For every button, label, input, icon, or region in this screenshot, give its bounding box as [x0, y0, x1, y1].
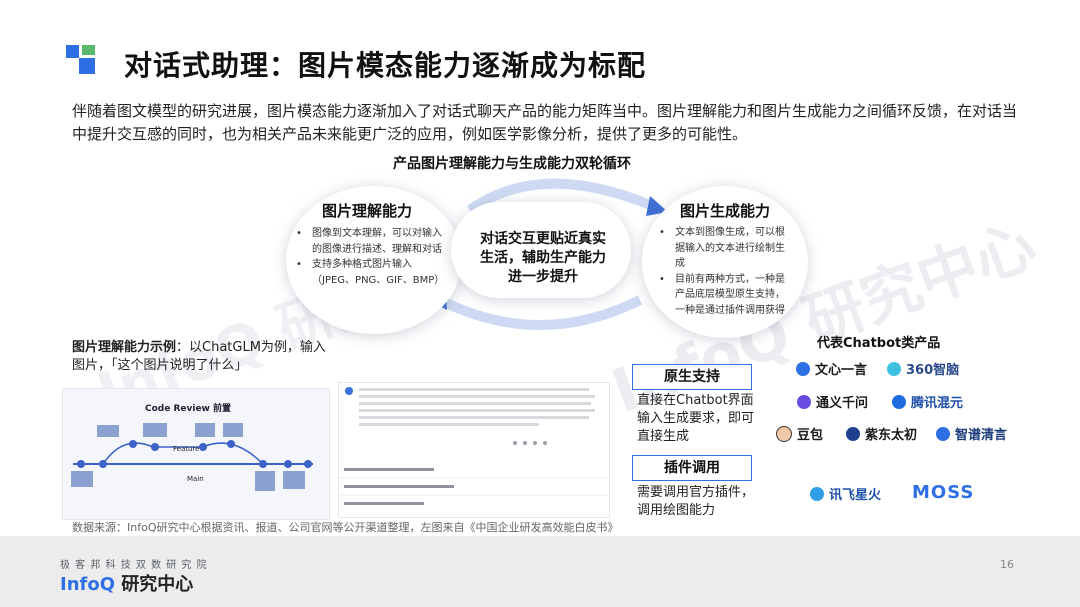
code-review-diagram-image: Code Review 前置 Feature Main — [62, 388, 330, 520]
doubao-icon — [776, 425, 792, 442]
chatglm-screenshot-image — [338, 382, 610, 518]
logo-tongyi: 通义千问 — [797, 392, 868, 411]
wenxin-icon — [796, 361, 810, 376]
example-label-bold: 图片理解能力示例 — [72, 340, 177, 355]
example-label-text: ：以ChatGLM为例，输入图片，「这个图片说明了什么」 — [72, 340, 326, 373]
arrow-top-right — [467, 178, 652, 215]
understanding-bullets: 图像到文本理解，可以对输入的图像进行描述、理解和对话 支持多种格式图片输入（JP… — [296, 226, 444, 288]
logo-hunyuan: 腾讯混元 — [892, 392, 963, 411]
tongyi-icon — [797, 394, 811, 409]
svg-text:Code Review 前置: Code Review 前置 — [145, 402, 231, 414]
logo-moss: MOSS — [912, 482, 975, 503]
generation-title: 图片生成能力 — [680, 202, 771, 220]
360-icon — [887, 361, 901, 376]
svg-text:Main: Main — [187, 475, 204, 483]
logo-360: 360智脑 — [887, 359, 959, 378]
logo-zhipu: 智谱清言 — [936, 424, 1007, 443]
footer-brand-cn: 研究中心 — [121, 574, 194, 595]
center-text: 对话交互更贴近真实生活，辅助生产能力进一步提升 — [480, 231, 606, 285]
svg-text:Feature: Feature — [173, 445, 199, 453]
logo-xunfei: 讯飞星火 — [810, 484, 881, 503]
cycle-heading: 产品图片理解能力与生成能力双轮循环 — [393, 156, 631, 172]
understanding-title: 图片理解能力 — [322, 202, 413, 220]
xunfei-icon — [810, 486, 824, 501]
data-source-note: 数据来源：InfoQ研究中心根据资讯、报道、公司官网等公开渠道整理，左图来自《中… — [72, 521, 619, 534]
zhipu-icon — [936, 426, 950, 441]
logo-wenxin: 文心一言 — [796, 359, 867, 378]
generation-bullets: 文本到图像生成，可以根据输入的文本进行绘制生成 目前有两种方式，一种是产品底层模… — [659, 225, 793, 319]
page-number: 16 — [1000, 558, 1014, 571]
page-title: 对话式助理：图片模态能力逐渐成为标配 — [124, 49, 647, 82]
footer-brand-en: InfoQ — [60, 574, 116, 595]
representatives-title: 代表Chatbot类产品 — [817, 336, 941, 351]
center-circle — [451, 202, 631, 298]
bullet-item: 支持多种格式图片输入（JPEG、PNG、GIF、BMP） — [296, 257, 444, 288]
example-label: 图片理解能力示例：以ChatGLM为例，输入图片，「这个图片说明了什么」 — [72, 339, 332, 375]
footer-brand: InfoQ 研究中心 — [60, 570, 193, 596]
intro-text: 伴随着图文模型的研究进展，图片模态能力逐渐加入了对话式聊天产品的能力矩阵当中。图… — [72, 102, 1018, 143]
footer-subtitle: 极 客 邦 科 技 双 数 研 究 院 — [60, 560, 208, 571]
footer-bar — [0, 536, 1080, 607]
logo-zidong: 紫东太初 — [846, 424, 917, 443]
hunyuan-icon — [892, 394, 906, 409]
native-support-tag: 原生支持 — [632, 364, 752, 390]
zidong-icon — [846, 426, 860, 441]
native-support-desc: 直接在Chatbot界面输入生成要求，即可直接生成 — [637, 393, 755, 444]
code-review-diagram-picture: Code Review 前置 Feature Main — [71, 402, 313, 491]
plugin-tag: 插件调用 — [632, 455, 752, 481]
logo-doubao: 豆包 — [776, 424, 823, 443]
arrow-bottom-left — [437, 295, 643, 330]
bullet-item: 目前有两种方式，一种是产品底层模型原生支持，一种是通过插件调用获得 — [659, 272, 793, 319]
plugin-desc: 需要调用官方插件，调用绘图能力 — [637, 485, 755, 518]
bullet-item: 图像到文本理解，可以对输入的图像进行描述、理解和对话 — [296, 226, 444, 257]
bullet-item: 文本到图像生成，可以根据输入的文本进行绘制生成 — [659, 225, 793, 272]
chatglm-screenshot-picture — [339, 387, 609, 505]
title-logo-icon — [66, 45, 96, 75]
